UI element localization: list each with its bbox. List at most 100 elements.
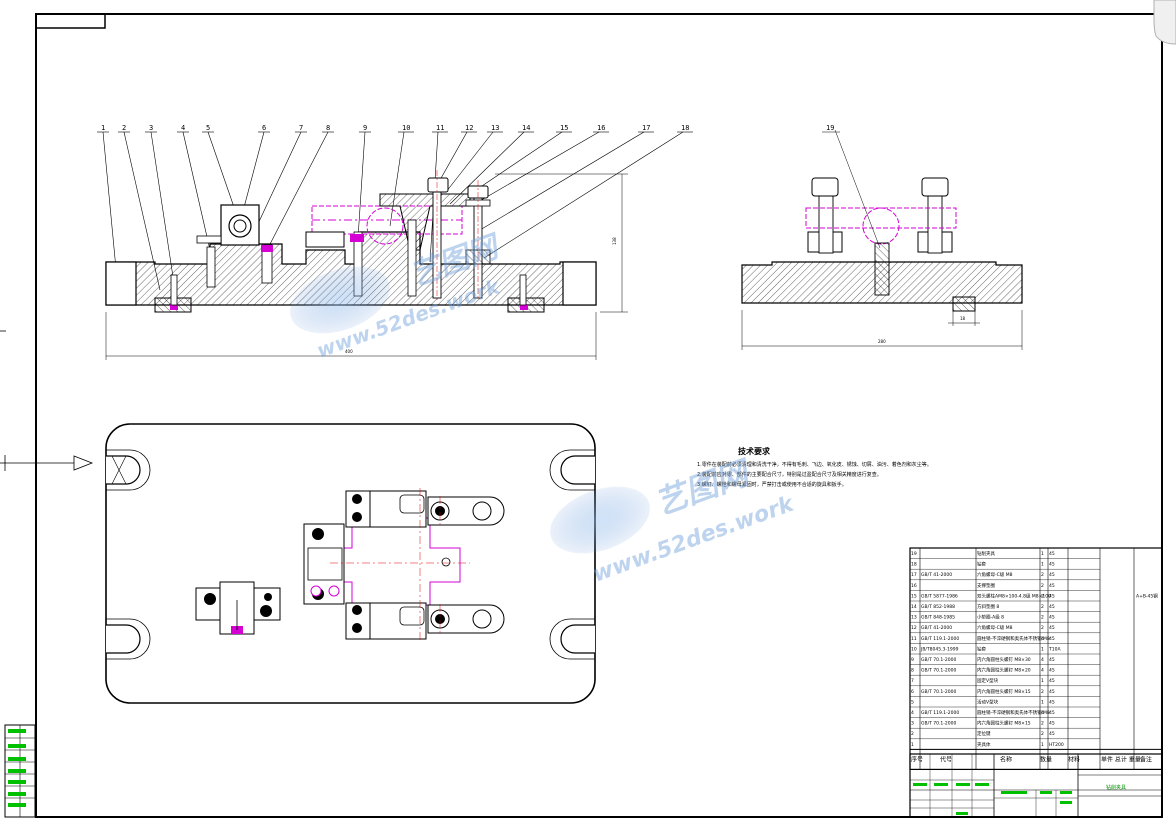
- bom-cell: 45: [1049, 678, 1055, 684]
- bom-cell: 10: [911, 646, 917, 652]
- bom-cell: 2: [1041, 583, 1044, 589]
- tech-req-line-3: 3.螺钉、螺栓和螺母紧固时，严禁打击或使用不合适的旋具和扳手。: [697, 481, 847, 488]
- bom-header: 序号: [911, 755, 923, 763]
- front-view: 400 138: [97, 131, 693, 360]
- bom-cell: 45: [1049, 689, 1055, 695]
- balloon-14: 14: [522, 124, 530, 132]
- side-view: 280 18 19: [741, 124, 1023, 350]
- bom-cell: 2: [1041, 604, 1044, 610]
- bom-cell: 活动V型块: [977, 698, 999, 705]
- bom-cell: JB/T8045.3-1999: [920, 646, 959, 652]
- top-view: [6, 423, 596, 704]
- bom-cell: 1: [1041, 562, 1044, 568]
- bom-cell: 4: [1041, 710, 1044, 716]
- bom-cell: 方斜垫圈 8: [977, 603, 999, 610]
- bom-cell: GB/T 70.1-2000: [921, 668, 957, 674]
- balloon-6: 6: [262, 124, 266, 132]
- bom-cell: GB/T 41-2000: [921, 572, 952, 578]
- bom-cell: 45: [1049, 731, 1055, 737]
- bom-cell: 3: [911, 721, 914, 727]
- tech-req-line-1: 1.零件在装配前必须清理和清洗干净，不得有毛刺、飞边、氧化皮、锈蚀、切屑、油污、…: [697, 461, 932, 468]
- bom-cell: 45: [1049, 668, 1055, 674]
- bom-cell: 13: [911, 615, 917, 621]
- bom-cell: 1: [1041, 699, 1044, 705]
- bom-header: 材料: [1068, 755, 1080, 763]
- tech-req-line-2: 2.装配前应对零、部件的主要配合尺寸，特别是过盈配合尺寸及相关精度进行复查。: [697, 471, 882, 478]
- bom-cell: 1: [1041, 551, 1044, 557]
- bom-cell: 六角螺母-C级 M8: [977, 571, 1013, 578]
- bom-cell: 16: [911, 583, 917, 589]
- bom-cell: GB/T 41-2000: [921, 625, 952, 631]
- bom-cell: 2: [1041, 625, 1044, 631]
- balloon-2: 2: [122, 124, 126, 132]
- top-left-tab: [35, 13, 106, 29]
- plan-base: [105, 423, 596, 704]
- page-curl: [1153, 0, 1176, 45]
- bom-cell: 2: [1041, 721, 1044, 727]
- drawing-name: 钻削夹具: [1106, 784, 1126, 791]
- bom-cell: 内六角圆柱头螺钉 M8×15: [977, 688, 1031, 695]
- v-block-left: [220, 204, 260, 246]
- bom-cell: 12: [911, 625, 917, 631]
- bom-cell: 2: [1041, 615, 1044, 621]
- bom-header: 备注: [1140, 755, 1152, 763]
- bom-cell: 内六角圆柱头螺钉 M8×15: [977, 720, 1031, 727]
- bom-cell: 15: [911, 593, 917, 599]
- bom-note: A+B-45钢: [1136, 592, 1158, 599]
- bom-cell: 45: [1049, 657, 1055, 663]
- bom-header: 单件 总计 重量: [1101, 755, 1141, 763]
- balloon-16: 16: [597, 124, 605, 132]
- tech-requirements: 技术要求 1.零件在装配前必须清理和清洗干净，不得有毛刺、飞边、氧化皮、锈蚀、切…: [697, 446, 932, 488]
- bom-header: 代号: [940, 755, 952, 763]
- bom-cell: 6: [911, 689, 914, 695]
- svg-text:280: 280: [878, 339, 886, 344]
- bom-cell: 2: [1041, 572, 1044, 578]
- bom-cell: 19: [911, 551, 917, 557]
- bom-cell: 双头螺柱AM8×100-4.8级 M8×100: [977, 592, 1051, 599]
- bom-cell: 5: [911, 699, 914, 705]
- bom-cell: 45: [1049, 604, 1055, 610]
- bom-cell: GB/T 119.1-2000: [921, 710, 959, 716]
- bom-cell: 钻套: [977, 645, 986, 652]
- bom-cell: 4: [1041, 636, 1044, 642]
- bom-cell: 18: [911, 562, 917, 568]
- balloon-3: 3: [149, 124, 153, 132]
- bom-cell: GB/T 848-1985: [921, 615, 955, 621]
- bom-cell: 2: [911, 731, 914, 737]
- bom-cell: 内六角圆柱头螺钉 M8×30: [977, 656, 1031, 663]
- bom-cell: 固定V型块: [977, 677, 999, 684]
- bom-cell: 夹具体: [977, 741, 991, 748]
- balloon-1: 1: [101, 124, 105, 132]
- svg-text:138: 138: [612, 237, 617, 245]
- bom-cell: 4: [1041, 668, 1044, 674]
- bom-cell: 17: [911, 572, 917, 578]
- bom-cell: T10A: [1048, 646, 1061, 652]
- balloon-15: 15: [560, 124, 568, 132]
- bom-cell: GB/T 852-1988: [921, 604, 955, 610]
- bom-cell: 45: [1049, 625, 1055, 631]
- balloon-17: 17: [642, 124, 650, 132]
- title-block: 钻削夹具: [909, 753, 1163, 818]
- balloon-19: 19: [826, 124, 834, 132]
- bom-header: 名称: [1000, 755, 1012, 763]
- bom-cell: 内六角圆柱头螺钉 M8×20: [977, 667, 1031, 674]
- balloon-7: 7: [299, 124, 303, 132]
- bom-cell: GB/T 70.1-2000: [921, 657, 957, 663]
- bom-cell: 1: [1041, 646, 1044, 652]
- balloon-5: 5: [206, 124, 210, 132]
- balloon-11: 11: [436, 124, 444, 132]
- bom-cell: 4: [1041, 657, 1044, 663]
- bom-header: 数量: [1040, 755, 1052, 763]
- bom-cell: 45: [1049, 615, 1055, 621]
- svg-text:18: 18: [960, 316, 966, 321]
- bom-cell: 45: [1049, 721, 1055, 727]
- balloon-4: 4: [181, 124, 185, 132]
- bom-cell: 45: [1049, 583, 1055, 589]
- bom-cell: 45: [1049, 562, 1055, 568]
- bom-cell: 45: [1049, 710, 1055, 716]
- balloon-8: 8: [326, 124, 330, 132]
- balloon-12: 12: [465, 124, 473, 132]
